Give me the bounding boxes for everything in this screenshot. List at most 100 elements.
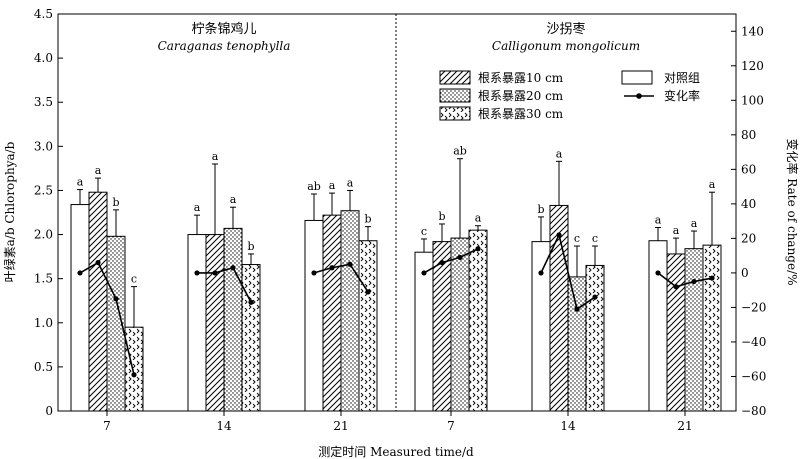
significance-letter: a	[194, 201, 201, 214]
significance-letter: a	[95, 164, 102, 177]
legend-label-20cm: 根系暴露20 cm	[478, 89, 564, 103]
bar-control	[187, 234, 207, 412]
rate-line	[313, 263, 369, 293]
rate-point	[311, 270, 317, 276]
legend-swatch-10cm	[439, 70, 471, 85]
bar-20cm	[340, 210, 360, 412]
bar-control	[648, 240, 668, 412]
significance-letter: a	[329, 179, 336, 192]
y-tick-label: 0	[45, 404, 53, 418]
significance-letter: c	[421, 225, 427, 238]
significance-letter: c	[574, 232, 580, 245]
significance-letter: b	[112, 196, 119, 209]
y-tick-label: 4.0	[34, 51, 53, 65]
y2-tick-label: −60	[741, 369, 766, 383]
significance-letter: a	[673, 224, 680, 237]
rate-point	[457, 254, 463, 260]
y-tick-label: 4.5	[34, 7, 53, 21]
y2-tick-label: 140	[741, 24, 764, 38]
y-tick-label: 0.5	[34, 360, 53, 374]
bar-control	[70, 204, 90, 412]
rate-point	[77, 270, 83, 276]
bar-control	[414, 251, 434, 412]
significance-letter: a	[77, 176, 84, 189]
x-tick-label: 14	[560, 419, 576, 433]
y2-tick-label: 120	[741, 59, 764, 73]
rate-point	[95, 259, 101, 266]
y2-tick-label: −80	[741, 404, 766, 418]
y-axis-title: 叶绿素a/b Chlorophya/b	[2, 141, 17, 282]
rate-point	[691, 278, 697, 285]
legend: 根系暴露10 cm 根系暴露20 cm 根系暴露30 cm 对照组 变化率	[439, 70, 700, 121]
rate-point	[113, 296, 119, 302]
bar-20cm	[567, 276, 587, 412]
legend-label-control: 对照组	[664, 71, 700, 85]
rate-line	[657, 272, 713, 288]
y2-tick-label: 0	[741, 266, 749, 280]
significance-letter: b	[364, 213, 371, 226]
y2-tick-label: −20	[741, 300, 766, 314]
x-tick-label: 7	[103, 419, 111, 433]
rate-line	[423, 248, 479, 274]
bar-10cm	[205, 234, 225, 412]
significance-letter: b	[537, 203, 544, 216]
y2-tick-label: 40	[741, 197, 756, 211]
legend-label-30cm: 根系暴露30 cm	[478, 107, 564, 121]
rate-point	[248, 299, 254, 305]
rate-point	[655, 270, 661, 276]
significance-letter: c	[131, 273, 137, 286]
significance-letter: b	[438, 210, 445, 223]
x-tick-label: 7	[447, 419, 455, 433]
rate-point	[673, 284, 679, 290]
bar-30cm	[585, 264, 605, 412]
rate-point	[347, 261, 353, 267]
rate-line	[197, 266, 252, 303]
legend-marker-rate	[636, 93, 642, 99]
significance-letter: a	[556, 147, 563, 160]
y-tick-label: 2.0	[34, 228, 53, 242]
significance-letter: b	[247, 240, 254, 253]
rate-point	[709, 275, 715, 281]
rate-point	[592, 294, 598, 300]
legend-label-10cm: 根系暴露10 cm	[478, 71, 564, 85]
rate-point	[421, 270, 427, 276]
significance-letter: a	[347, 176, 354, 189]
significance-letter: a	[655, 213, 662, 226]
bar-30cm	[468, 229, 488, 412]
bar-10cm	[666, 253, 686, 412]
plot-frame	[57, 13, 737, 412]
bar-10cm	[322, 214, 342, 412]
panel-subtitle-left: Caraganas tenophylla	[158, 39, 291, 53]
panel-title-right: 沙拐枣	[546, 22, 585, 37]
y-tick-label: 2.5	[34, 183, 53, 197]
panel-subtitle-right: Calligonum mongolicum	[492, 39, 640, 53]
y2-tick-label: 100	[741, 93, 764, 107]
rate-line	[540, 232, 596, 311]
significance-letter: a	[691, 217, 698, 230]
y2-tick-label: 60	[741, 162, 756, 176]
bar-30cm	[124, 326, 144, 412]
bar-control	[304, 219, 324, 412]
y-tick-label: 3.5	[34, 95, 53, 109]
rate-point	[131, 372, 137, 378]
legend-label-rate: 变化率	[664, 88, 700, 103]
significance-letter: a	[709, 178, 716, 191]
y2-tick-label: 20	[741, 231, 756, 245]
legend-swatch-30cm	[439, 106, 471, 121]
bar-30cm	[358, 240, 378, 412]
rate-point	[574, 306, 580, 312]
rate-point	[475, 246, 481, 252]
significance-letter: ab	[453, 145, 467, 158]
significance-letter: ab	[307, 180, 321, 193]
significance-letter: a	[212, 150, 219, 163]
x-tick-label: 21	[677, 419, 692, 433]
rate-point	[556, 232, 562, 238]
x-tick-label: 14	[216, 419, 232, 433]
rate-point	[538, 270, 544, 276]
y2-tick-label: −40	[741, 335, 766, 349]
bar-20cm	[684, 248, 704, 412]
significance-letter: c	[592, 232, 598, 245]
y-tick-label: 1.0	[34, 316, 53, 330]
rate-point	[365, 289, 371, 295]
y2-tick-label: 80	[741, 128, 756, 142]
